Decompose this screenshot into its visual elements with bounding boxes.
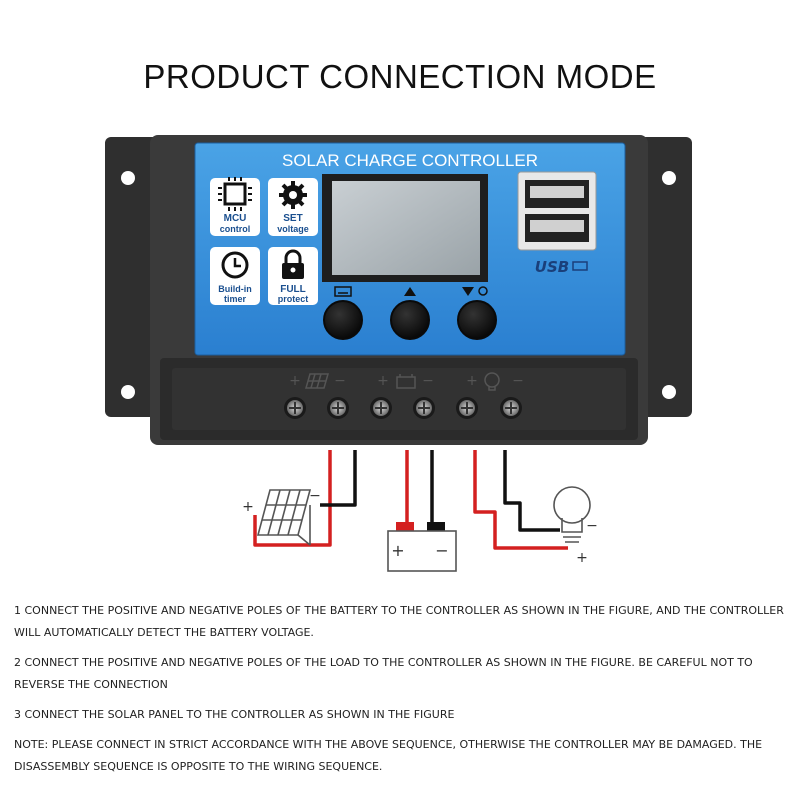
solar-positive-wire <box>253 450 332 547</box>
device-label: SOLAR CHARGE CONTROLLER <box>282 151 538 170</box>
badge-timer: Build-in timer <box>210 247 260 305</box>
polarity-minus: − <box>422 373 434 389</box>
instruction-step: 1 CONNECT THE POSITIVE AND NEGATIVE POLE… <box>14 604 784 639</box>
usb-ports[interactable] <box>517 171 597 251</box>
battery-icon <box>396 374 416 389</box>
load-positive-wire <box>473 450 568 550</box>
badge-line2: protect <box>278 294 309 304</box>
controller-body: SOLAR CHARGE CONTROLLER MCU control SET … <box>105 135 692 445</box>
mount-hole <box>662 385 676 399</box>
badge-line1: FULL <box>280 284 306 295</box>
up-arrow-icon <box>404 287 416 296</box>
battery-plus-label: + <box>391 541 404 560</box>
gear-icon <box>279 181 307 209</box>
mount-hole <box>121 385 135 399</box>
polarity-plus: + <box>466 373 478 389</box>
instruction-step: 3 CONNECT THE SOLAR PANEL TO THE CONTROL… <box>14 708 455 721</box>
badge-line2: timer <box>224 294 247 304</box>
solar-plus-label: + <box>242 499 254 515</box>
menu-button[interactable] <box>323 300 363 340</box>
lcd-screen <box>332 181 480 275</box>
solar-negative-wire <box>320 450 357 507</box>
lock-icon <box>282 249 304 279</box>
solar-minus-label: − <box>309 488 321 504</box>
bulb-icon <box>484 372 500 391</box>
terminal-group-load: + − <box>466 372 524 391</box>
terminal-screw-battery-minus[interactable] <box>413 397 435 419</box>
usb-label: USB <box>535 258 569 276</box>
battery-minus-label: − <box>435 541 448 560</box>
down-arrow-icon <box>462 286 488 296</box>
bulb-icon <box>553 486 591 543</box>
clock-icon <box>221 251 249 279</box>
down-button[interactable] <box>457 300 497 340</box>
instruction-note: NOTE: PLEASE CONNECT IN STRICT ACCORDANC… <box>14 738 763 773</box>
terminal-screws <box>284 397 522 419</box>
load-plus-label: + <box>576 550 588 566</box>
badge-set-voltage: SET voltage <box>268 178 318 236</box>
polarity-minus: − <box>334 373 346 389</box>
badge-line2: control <box>220 224 251 234</box>
badge-line1: SET <box>283 213 302 224</box>
usb-plug-icon <box>572 261 588 271</box>
menu-icon <box>334 286 352 297</box>
instruction-step: 2 CONNECT THE POSITIVE AND NEGATIVE POLE… <box>14 656 753 691</box>
solar-panel-icon <box>256 489 312 546</box>
terminal-screw-load-minus[interactable] <box>500 397 522 419</box>
terminal-screw-solar-minus[interactable] <box>327 397 349 419</box>
terminal-screw-load-plus[interactable] <box>456 397 478 419</box>
mount-hole <box>121 171 135 185</box>
wires <box>253 450 568 550</box>
terminal-group-battery: + − <box>377 373 434 389</box>
load-minus-label: − <box>586 518 598 534</box>
load-negative-wire <box>503 450 560 532</box>
badge-line1: Build-in <box>218 284 252 294</box>
connection-diagram: SOLAR CHARGE CONTROLLER MCU control SET … <box>105 135 692 572</box>
polarity-minus: − <box>512 373 524 389</box>
badge-mcu: MCU control <box>210 177 260 236</box>
solar-panel-icon <box>305 373 329 389</box>
mount-hole <box>662 171 676 185</box>
badge-line1: MCU <box>224 213 247 224</box>
page-title: PRODUCT CONNECTION MODE <box>143 58 657 95</box>
battery-icon <box>387 522 457 572</box>
badge-line2: voltage <box>277 224 309 234</box>
polarity-plus: + <box>289 373 301 389</box>
badge-full-protect: FULL protect <box>268 247 318 305</box>
up-button[interactable] <box>390 300 430 340</box>
terminal-screw-battery-plus[interactable] <box>370 397 392 419</box>
terminal-group-solar: + − <box>289 373 346 389</box>
chip-icon <box>218 177 252 211</box>
terminal-screw-solar-plus[interactable] <box>284 397 306 419</box>
instructions: 1 CONNECT THE POSITIVE AND NEGATIVE POLE… <box>14 600 786 786</box>
polarity-plus: + <box>377 373 389 389</box>
